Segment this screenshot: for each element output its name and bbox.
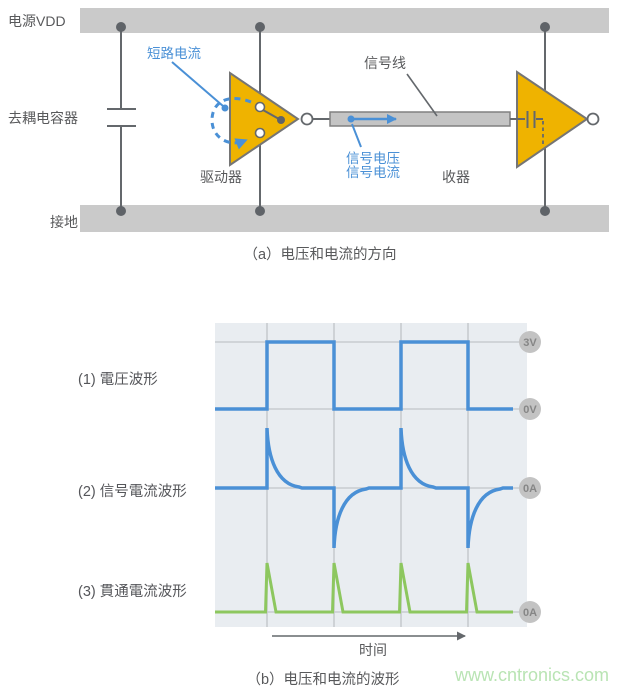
junction-dot xyxy=(540,206,550,216)
driver-pullup-contact xyxy=(254,101,266,113)
driver-output-terminal xyxy=(300,112,314,126)
level-badges: 3V 0V 0A 0A xyxy=(519,331,541,623)
signal-line-label: 信号线 xyxy=(364,55,406,71)
driver-switch-node xyxy=(277,116,285,124)
circuit-diagram: 电源VDD 接地 去耦电容器 短路电流 驱动器 xyxy=(8,8,609,263)
row1-voltage-label: (1) 電圧波形 xyxy=(78,371,158,388)
signal-voltage-leader xyxy=(351,123,362,148)
ground-label: 接地 xyxy=(50,214,78,230)
junction-dot xyxy=(540,22,550,32)
short-circuit-leader-dot xyxy=(221,104,229,112)
short-circuit-current-label: 短路电流 xyxy=(147,46,201,61)
badge-0a-through: 0A xyxy=(523,607,537,619)
signal-voltage-label: 信号电压 xyxy=(346,151,400,166)
time-axis-label: 时间 xyxy=(359,642,387,658)
receiver-output-terminal xyxy=(586,112,600,126)
voltage-waveform xyxy=(215,340,513,411)
junction-dot xyxy=(255,22,265,32)
signal-current-waveform xyxy=(215,427,513,549)
junction-dot xyxy=(255,206,265,216)
driver-triangle xyxy=(229,71,300,167)
ground-rail xyxy=(80,205,609,232)
junction-dot xyxy=(116,22,126,32)
driver-label: 驱动器 xyxy=(200,169,242,185)
row2-signal-current-label: (2) 信号電流波形 xyxy=(78,483,187,500)
junction-dot xyxy=(116,206,126,216)
chart-background xyxy=(215,323,527,627)
vdd-label: 电源VDD xyxy=(8,13,66,29)
badge-0v: 0V xyxy=(523,404,537,416)
receiver-label: 收器 xyxy=(442,169,470,185)
receiver-input-capacitance xyxy=(510,111,544,147)
row3-through-current-label: (3) 貫通電流波形 xyxy=(78,583,187,600)
badge-0v-circle xyxy=(519,398,541,420)
vdd-rail xyxy=(80,8,609,33)
decoupling-capacitor-label: 去耦电容器 xyxy=(8,110,78,126)
caption-b: （b）电压和电流的波形 xyxy=(246,671,400,688)
driver-pulldown-contact xyxy=(254,127,266,139)
signal-line-leader xyxy=(406,73,438,117)
watermark: www.cntronics.com xyxy=(454,665,609,685)
badge-0a-through-circle xyxy=(519,601,541,623)
decoupling-capacitor xyxy=(107,27,136,211)
signal-current-label: 信号电流 xyxy=(346,165,400,180)
caption-a: （a）电压和电流的方向 xyxy=(243,246,396,263)
badge-0a-signal: 0A xyxy=(523,483,537,495)
badge-3v-circle xyxy=(519,331,541,353)
badge-0a-signal-circle xyxy=(519,477,541,499)
badge-3v: 3V xyxy=(523,337,537,349)
short-circuit-leader-line xyxy=(171,61,224,107)
waveform-chart: 3V 0V 0A 0A (1) 電圧波形 (2) 信号電流波形 (3) 貫通電流… xyxy=(78,323,541,688)
through-current-waveform xyxy=(215,562,513,614)
driver-switch-line xyxy=(262,109,280,120)
